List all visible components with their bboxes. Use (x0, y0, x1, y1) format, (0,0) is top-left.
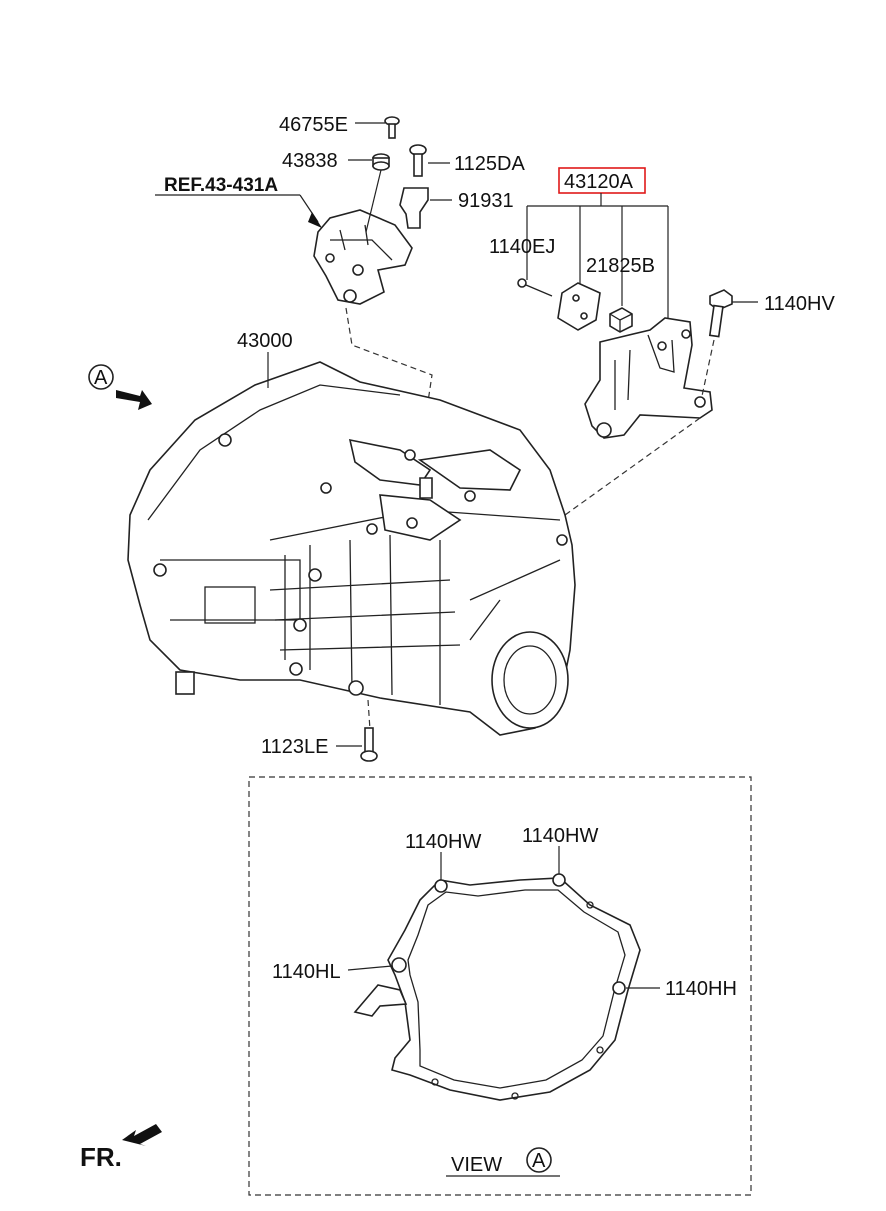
bolt-1140HV (708, 289, 733, 338)
label-fr: FR. (80, 1142, 122, 1172)
highlight-box-43120A (558, 167, 646, 194)
label-marker-a: A (94, 367, 108, 389)
label-view-marker-a: A (532, 1150, 546, 1172)
leader-1140HL (347, 965, 393, 971)
view-caption-circle (526, 1147, 552, 1173)
bolt-1125DA (409, 144, 427, 177)
label-1140HW-left: 1140HW (405, 831, 481, 853)
label-1140HH: 1140HH (665, 978, 737, 1000)
arrow-down-left-icon (122, 1124, 162, 1146)
bolt-1123LE (360, 699, 378, 762)
shift-cable-bracket (313, 209, 413, 305)
label-1123LE: 1123LE (261, 736, 328, 758)
transmission-mount-bracket (584, 317, 713, 439)
label-view: VIEW (451, 1154, 502, 1176)
bolt-1140EJ (517, 278, 553, 297)
label-43838: 43838 (282, 150, 338, 172)
label-46755E: 46755E (279, 114, 348, 136)
view-a-panel (248, 776, 752, 1196)
dash-hv-mount (701, 339, 715, 397)
label-ref-43-431A: REF.43-431A (164, 175, 278, 196)
transmission-case-43000 (127, 361, 576, 736)
arrow-down-right-icon (116, 390, 152, 410)
view-a-marker (88, 364, 152, 410)
dash-mount-case (564, 417, 701, 516)
label-1140HV: 1140HV (764, 293, 835, 315)
stopper-21825B (609, 307, 633, 333)
label-91931: 91931 (458, 190, 514, 212)
label-1125DA: 1125DA (454, 153, 525, 175)
bolt-46755E (384, 116, 400, 139)
leader-tree-43120A (526, 193, 669, 318)
label-43000: 43000 (237, 330, 293, 352)
ref-arrowhead (308, 212, 322, 228)
damper-block (557, 282, 601, 331)
clip-91931 (399, 187, 429, 229)
label-1140HW-right: 1140HW (522, 825, 598, 847)
bushing-43838 (372, 153, 390, 171)
clutch-housing-gasket (353, 873, 641, 1101)
label-43120A: 43120A (564, 171, 634, 193)
leader-43838-bracket (365, 169, 382, 233)
label-21825B: 21825B (586, 255, 655, 277)
label-1140HL: 1140HL (272, 961, 341, 983)
label-1140EJ: 1140EJ (489, 236, 555, 258)
